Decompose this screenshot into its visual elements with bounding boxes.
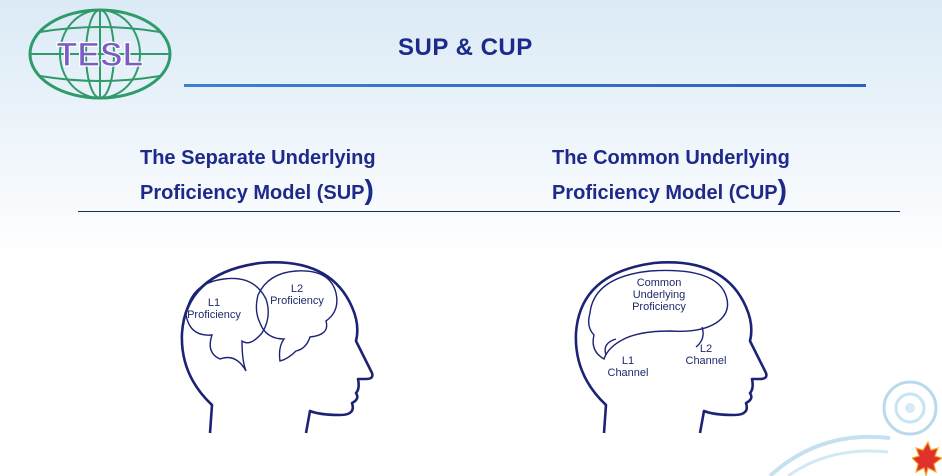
sup-head-diagram: L1 Proficiency L2 Proficiency: [160, 255, 390, 445]
maple-leaf-icon: [912, 440, 942, 476]
tesl-logo: TESL: [28, 8, 172, 100]
cup-heading-line2: Proficiency Model (CUP: [552, 182, 778, 204]
sup-l1-label-line1: L1: [207, 297, 221, 309]
cup-l1-label: L1 Channel: [600, 355, 656, 379]
cup-heading: The Common Underlying Proficiency Model …: [552, 142, 790, 209]
sup-l2-label: L2 Proficiency: [264, 283, 330, 307]
cup-head-outline: [574, 261, 768, 434]
section-divider: [78, 211, 900, 212]
cup-heading-paren: ): [777, 174, 787, 205]
sup-heading-line2: Proficiency Model (SUP: [140, 182, 365, 204]
sup-head-outline: [180, 261, 374, 434]
cup-common-label: Common Underlying Proficiency: [604, 277, 714, 313]
sup-l2-label-line1: L2: [290, 283, 304, 295]
sup-l1-label-line2: Proficiency: [187, 309, 241, 321]
sup-heading-paren: ): [364, 174, 374, 205]
cup-l2-line2: Channel: [685, 355, 727, 367]
cup-common-line1: Common: [636, 277, 682, 289]
cup-head-diagram: Common Underlying Proficiency L1 Channel…: [560, 255, 790, 445]
cup-l2-label: L2 Channel: [678, 343, 734, 367]
globe-icon: [28, 8, 172, 100]
cup-common-line3: Proficiency: [632, 301, 686, 313]
cup-l2-line1: L2: [699, 343, 713, 355]
cup-heading-line2-wrap: Proficiency Model (CUP): [552, 174, 790, 209]
sup-heading: The Separate Underlying Proficiency Mode…: [140, 142, 376, 209]
decorative-circles: [768, 380, 938, 476]
slide-title: SUP & CUP: [398, 34, 533, 61]
sup-l1-label: L1 Proficiency: [182, 297, 246, 321]
cup-common-line2: Underlying: [632, 289, 686, 301]
cup-l1-line1: L1: [621, 355, 635, 367]
sup-heading-line2-wrap: Proficiency Model (SUP): [140, 174, 376, 209]
cup-heading-line1: The Common Underlying: [552, 147, 790, 169]
title-underline: [184, 84, 866, 87]
sup-heading-line1: The Separate Underlying: [140, 147, 376, 169]
cup-l1-line2: Channel: [607, 367, 649, 379]
sup-l2-label-line2: Proficiency: [270, 295, 324, 307]
logo-text: TESL: [57, 36, 144, 74]
